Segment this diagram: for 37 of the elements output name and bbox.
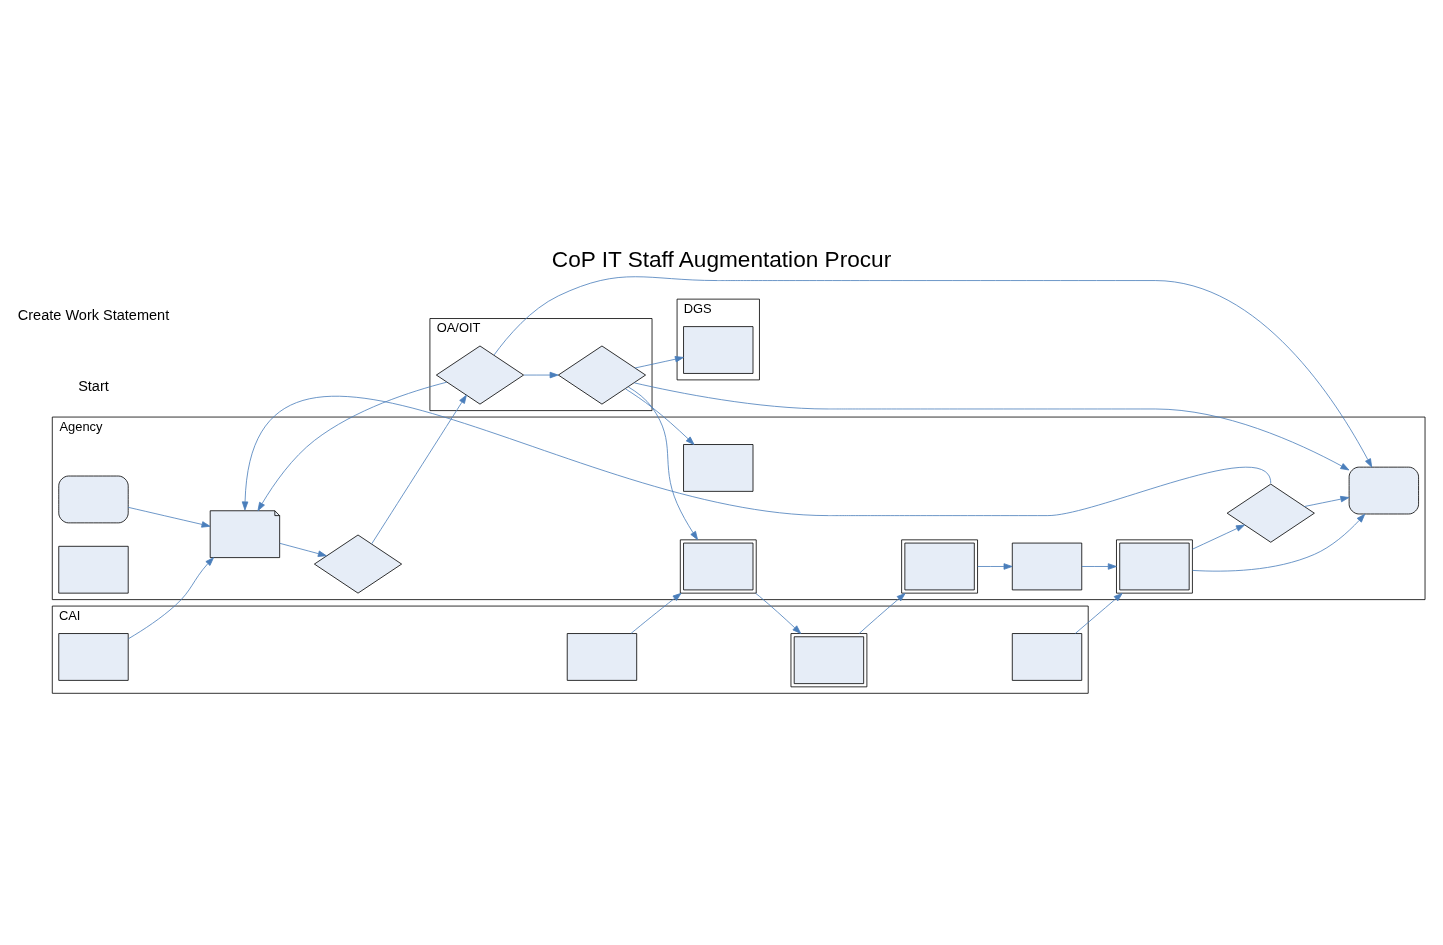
arrow xyxy=(633,382,1350,471)
cluster: OA/OIT xyxy=(429,318,653,411)
arrow xyxy=(257,381,448,512)
arrow xyxy=(127,506,211,528)
arrow xyxy=(279,542,327,557)
node-box xyxy=(58,475,129,524)
arrow xyxy=(523,371,559,379)
arrow xyxy=(1081,563,1117,570)
node-box xyxy=(58,633,129,681)
arrow xyxy=(1304,495,1350,507)
arrow xyxy=(1192,513,1366,572)
arrow xyxy=(624,388,695,445)
label: Create Work Statement xyxy=(17,307,170,324)
label: Start xyxy=(78,377,109,394)
node-box xyxy=(566,633,638,681)
arrow xyxy=(1074,593,1123,634)
arrow xyxy=(630,592,682,634)
arrow xyxy=(128,557,214,640)
node-box xyxy=(1011,633,1083,681)
node-diamond xyxy=(557,345,646,405)
arrow xyxy=(755,592,802,634)
arrow xyxy=(977,563,1013,570)
node-box xyxy=(1348,466,1419,515)
diagram-title: CoP IT Staff Augmentation Procur xyxy=(551,246,892,272)
arrow xyxy=(371,394,467,545)
arrow xyxy=(627,386,698,541)
arrow xyxy=(1192,524,1245,550)
node-box xyxy=(683,326,754,374)
node-diamond xyxy=(1226,483,1315,543)
cluster: CAI xyxy=(51,605,1089,694)
arrow xyxy=(858,593,906,634)
node-box xyxy=(1011,542,1083,591)
arrow xyxy=(241,395,1272,516)
arrow xyxy=(634,356,684,369)
arrow xyxy=(493,276,1373,468)
node-box xyxy=(58,545,129,594)
node-box xyxy=(683,444,754,492)
